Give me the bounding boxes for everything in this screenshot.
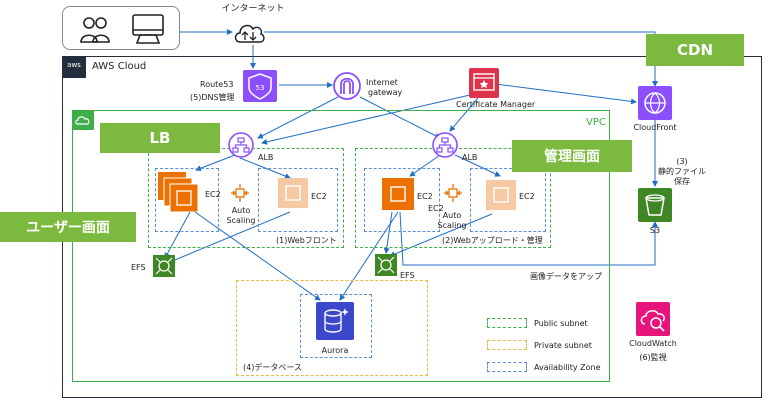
cloudwatch-icon xyxy=(636,302,670,340)
legend-public-subnet-label: Public subnet xyxy=(534,319,588,328)
internet-label: インターネット xyxy=(221,4,285,14)
private-subnet-database xyxy=(236,280,428,376)
vpc-label: VPC xyxy=(586,117,606,128)
route53-label: Route53 xyxy=(200,80,234,89)
cloudfront-note-2: 静的ファイル xyxy=(658,167,706,176)
certificate-manager-label: Certificate Manager xyxy=(456,100,536,109)
igw-label-line2: gateway xyxy=(368,88,403,97)
cloudfront-label: CloudFront xyxy=(633,123,677,132)
ec2-right-faded-label: EC2 xyxy=(519,192,535,201)
az-right-1 xyxy=(364,168,440,232)
ec2-right-label: EC2 xyxy=(417,192,433,201)
client-computer-icon xyxy=(131,13,165,49)
cloudfront-icon xyxy=(638,86,672,124)
legend-az-label: Availability Zone xyxy=(534,363,601,372)
legend-private-subnet-swatch xyxy=(487,340,527,350)
aws-logo: aws xyxy=(62,56,86,78)
efs-right-icon xyxy=(375,254,397,280)
vpc-boundary xyxy=(72,110,610,382)
callout-cdn: CDN xyxy=(646,34,744,66)
alb-right-icon xyxy=(432,132,458,162)
users-icon xyxy=(79,14,111,48)
az-left-2 xyxy=(258,168,338,232)
legend-az-swatch xyxy=(487,362,527,372)
ec2-right-faded-icon xyxy=(486,180,516,214)
autoscaling-right-label-1: Auto xyxy=(442,211,462,220)
internet-gateway-icon xyxy=(332,72,362,104)
certificate-manager-icon xyxy=(469,68,499,102)
callout-user: ユーザー画面 xyxy=(0,212,136,242)
az-left-1 xyxy=(155,168,219,232)
alb-right-label: ALB xyxy=(462,153,478,162)
ec2-left-stack-icon xyxy=(158,172,199,216)
aurora-icon xyxy=(316,302,354,344)
s3-icon xyxy=(638,188,672,226)
users-box xyxy=(62,6,180,50)
route53-note: (5)DNS管理 xyxy=(190,93,235,102)
autoscaling-left-icon xyxy=(229,182,251,208)
aurora-label: Aurora xyxy=(321,346,349,355)
cloudfront-note-1: (3) xyxy=(676,157,688,166)
efs-left-icon xyxy=(153,255,175,281)
legend-public-subnet-swatch xyxy=(487,318,527,328)
callout-lb: LB xyxy=(100,123,220,153)
ec2-left-faded-label: EC2 xyxy=(311,192,327,201)
ec2-right-icon xyxy=(382,178,414,214)
group-database-label: (4)データベース xyxy=(243,363,302,372)
aws-cloud-label: AWS Cloud xyxy=(92,61,147,72)
autoscaling-right-icon xyxy=(442,182,464,208)
vpc-icon xyxy=(72,110,94,130)
group-web-front-label: (1)Webフロント xyxy=(276,236,337,245)
cloudwatch-note: (6)監視 xyxy=(639,353,667,362)
efs-right-label: EFS xyxy=(400,271,415,280)
alb-left-label: ALB xyxy=(258,153,274,162)
alb-left-icon xyxy=(228,132,254,162)
legend-private-subnet-label: Private subnet xyxy=(534,341,592,350)
cloudwatch-label: CloudWatch xyxy=(629,339,677,348)
group-web-upload-label: (2)Webアップロード・管理 xyxy=(442,236,543,245)
s3-label: S3 xyxy=(649,226,661,235)
autoscaling-left-label-2: Scaling xyxy=(226,216,256,225)
autoscaling-right-label-2: Scaling xyxy=(437,221,467,230)
route53-icon: 53 xyxy=(243,70,277,106)
efs-left-label: EFS xyxy=(131,263,146,272)
az-right-2 xyxy=(470,168,546,232)
internet-cloud-icon xyxy=(232,18,266,50)
ec2-right-secondary-label: EC2 xyxy=(428,204,444,213)
az-database xyxy=(300,294,372,358)
upload-flow-label: 画像データをアップ xyxy=(530,272,602,281)
igw-label-line1: Internet xyxy=(366,78,398,87)
autoscaling-left-label-1: Auto xyxy=(231,206,251,215)
cloudfront-note-3: 保存 xyxy=(674,177,690,186)
svg-text:53: 53 xyxy=(256,84,265,92)
ec2-left-faded-icon xyxy=(278,178,308,212)
ec2-left-label: EC2 xyxy=(205,190,221,199)
callout-admin: 管理画面 xyxy=(512,140,632,172)
